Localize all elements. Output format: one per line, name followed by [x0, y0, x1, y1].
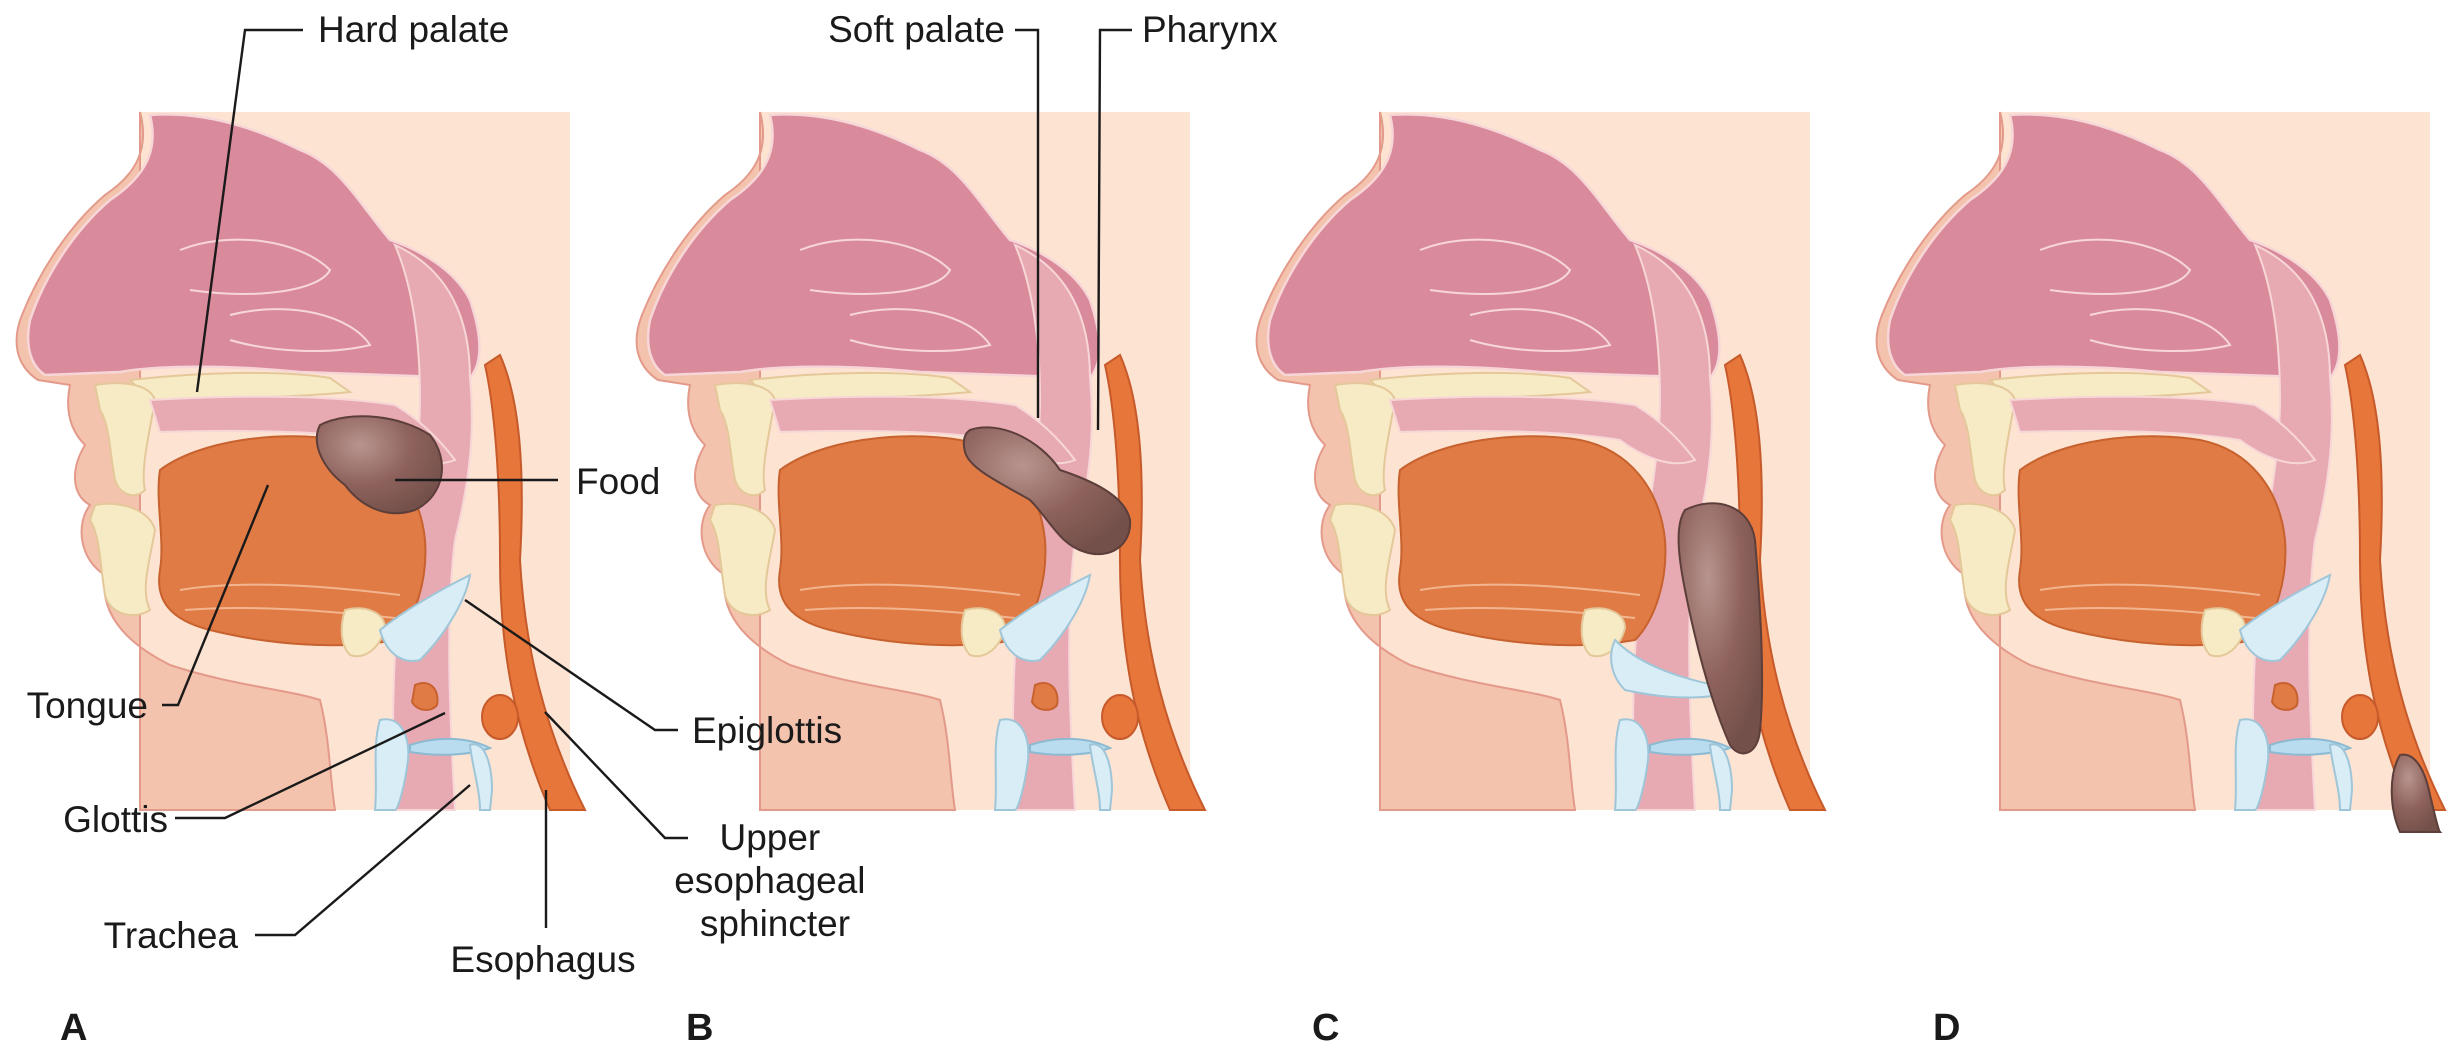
panel-b	[637, 112, 1205, 810]
label-pharynx: Pharynx	[1142, 9, 1278, 50]
label-epiglottis: Epiglottis	[692, 710, 842, 751]
panel-letter-d: D	[1933, 1007, 1960, 1049]
panel-d	[1877, 112, 2445, 832]
label-tongue: Tongue	[27, 685, 148, 726]
label-soft-palate: Soft palate	[828, 9, 1005, 50]
ues-line-2: esophageal	[674, 860, 865, 901]
label-food: Food	[576, 461, 660, 502]
panel-letter-a: A	[60, 1007, 87, 1049]
label-upper-esophageal-sphincter: Upper esophageal sphincter	[674, 817, 876, 944]
ues-line-1: Upper	[719, 817, 820, 858]
label-glottis: Glottis	[63, 799, 168, 840]
label-hard-palate: Hard palate	[318, 9, 509, 50]
ues-line-3: sphincter	[700, 903, 850, 944]
panel-c	[1257, 112, 1825, 810]
panel-letter-b: B	[686, 1007, 713, 1049]
label-trachea: Trachea	[104, 915, 239, 956]
panel-letter-c: C	[1312, 1007, 1339, 1049]
label-esophagus: Esophagus	[450, 939, 635, 980]
